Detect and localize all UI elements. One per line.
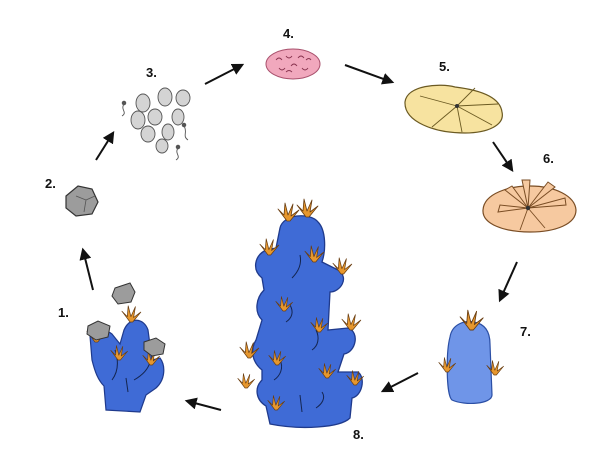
stage-number-7: 7.	[520, 324, 531, 339]
stage-4-embryo	[265, 48, 321, 80]
stage-number-8: 8.	[353, 427, 364, 442]
stage-5-larva	[404, 84, 503, 134]
stage-6-settled-larva	[482, 179, 577, 233]
stage-8-adult-colony	[237, 198, 364, 429]
stage-7-juvenile-polyp	[438, 309, 504, 405]
stage-number-6: 6.	[543, 151, 554, 166]
arrow-7-to-8	[380, 372, 419, 393]
arrow-2-to-3	[95, 130, 115, 161]
stage-number-2: 2.	[45, 176, 56, 191]
arrow-6-to-7	[498, 261, 518, 303]
stage-2-gamete-bundle	[65, 185, 99, 217]
arrow-3-to-4	[204, 63, 245, 85]
cycle-arrows	[79, 63, 518, 411]
stage-1-parent-colony	[86, 282, 166, 413]
stage-3-eggs-and-sperm	[121, 87, 191, 161]
arrow-1-to-2	[79, 247, 94, 291]
stage-number-4: 4.	[283, 26, 294, 41]
arrow-8-to-1	[184, 397, 222, 411]
stage-number-5: 5.	[439, 59, 450, 74]
stage-number-3: 3.	[146, 65, 157, 80]
stage-number-1: 1.	[58, 305, 69, 320]
arrow-4-to-5	[344, 64, 395, 85]
arrow-5-to-6	[492, 141, 514, 172]
